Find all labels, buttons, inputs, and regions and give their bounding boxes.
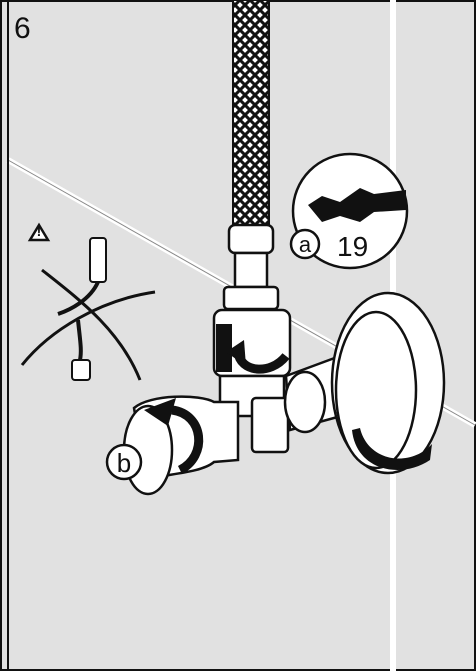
label-a: a	[299, 232, 312, 257]
label-b-circle	[105, 443, 143, 481]
svg-text:!: !	[37, 223, 42, 239]
wrench-size-label: 19	[337, 231, 368, 262]
valve-outlet	[250, 396, 290, 454]
warning-icon	[27, 222, 51, 242]
wrong-hose-bottom	[71, 359, 91, 381]
wrench-icon	[308, 188, 406, 222]
rotate-arrow-icon-b	[171, 405, 204, 475]
hose-tail	[233, 251, 269, 289]
label-a-circle	[289, 228, 321, 260]
step-number: 6	[14, 12, 31, 45]
cross-line-2	[20, 290, 156, 366]
label-b: b	[117, 448, 131, 478]
braided-hose	[232, 0, 270, 226]
cross-line-1	[41, 268, 142, 381]
